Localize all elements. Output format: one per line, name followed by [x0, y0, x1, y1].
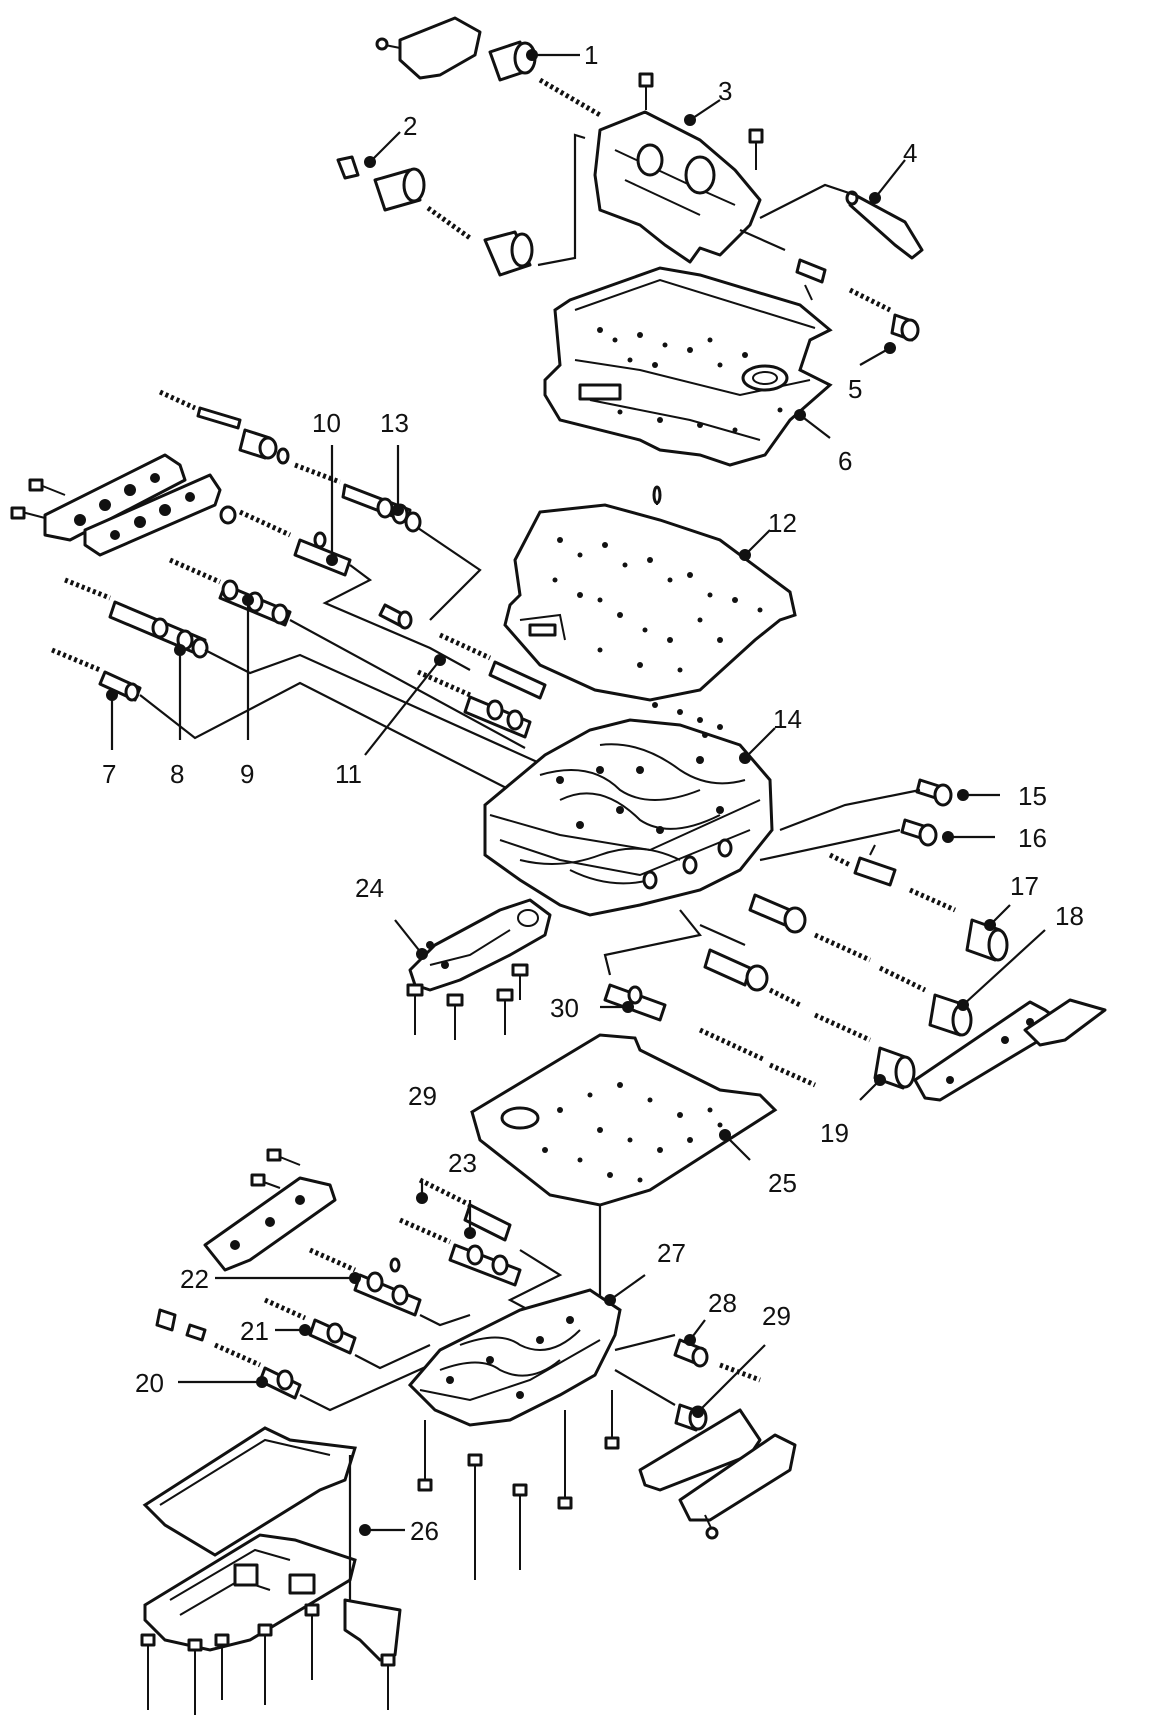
- callout-30: 30: [550, 993, 579, 1023]
- callout-5: 5: [848, 374, 862, 404]
- callout-23: 23: [448, 1148, 477, 1178]
- callout-24: 24: [355, 873, 384, 903]
- callout-19: 19: [820, 1118, 849, 1148]
- callout-8: 8: [170, 759, 184, 789]
- callout-1: 1: [584, 40, 598, 70]
- lower-left-valve-group: [155, 1148, 563, 1412]
- callout-4: 4: [903, 138, 917, 168]
- right-valve-group: [603, 778, 1107, 1102]
- callout-3: 3: [718, 76, 732, 106]
- callout-21: 21: [240, 1316, 269, 1346]
- lower-valve-body-27: [407, 1288, 797, 1580]
- upper-cover-plate: [543, 266, 833, 467]
- oil-pan-26: [140, 1426, 402, 1715]
- callout-2: 2: [403, 111, 417, 141]
- callout-7: 7: [102, 759, 116, 789]
- main-valve-body-14: [483, 702, 774, 917]
- callout-6: 6: [838, 446, 852, 476]
- callout-20: 20: [135, 1368, 164, 1398]
- callout-29a: 29: [408, 1081, 437, 1111]
- callout-10: 10: [312, 408, 341, 438]
- callout-26: 26: [410, 1516, 439, 1546]
- callout-12: 12: [768, 508, 797, 538]
- callout-17: 17: [1010, 871, 1039, 901]
- callout-25: 25: [768, 1168, 797, 1198]
- callout-28: 28: [708, 1288, 737, 1318]
- callout-9: 9: [240, 759, 254, 789]
- callout-18: 18: [1055, 901, 1084, 931]
- callout-27: 27: [657, 1238, 686, 1268]
- callout-15: 15: [1018, 781, 1047, 811]
- left-valve-group: [10, 389, 556, 796]
- callout-29b: 29: [762, 1301, 791, 1331]
- top-accumulator-assembly: [336, 16, 924, 342]
- separator-plate-12: [503, 485, 797, 702]
- callout-13: 13: [380, 408, 409, 438]
- callout-leaders: [106, 49, 1046, 1536]
- callout-14: 14: [773, 704, 802, 734]
- callout-16: 16: [1018, 823, 1047, 853]
- callout-labels: 1 2 3 4 5 6 7 8 9 10 11 12 13 14 15 16 1…: [102, 40, 1084, 1546]
- lower-separator-plate-25: [470, 1033, 778, 1300]
- callout-22: 22: [180, 1264, 209, 1294]
- side-cover-24: [406, 898, 552, 1040]
- callout-11: 11: [335, 759, 362, 789]
